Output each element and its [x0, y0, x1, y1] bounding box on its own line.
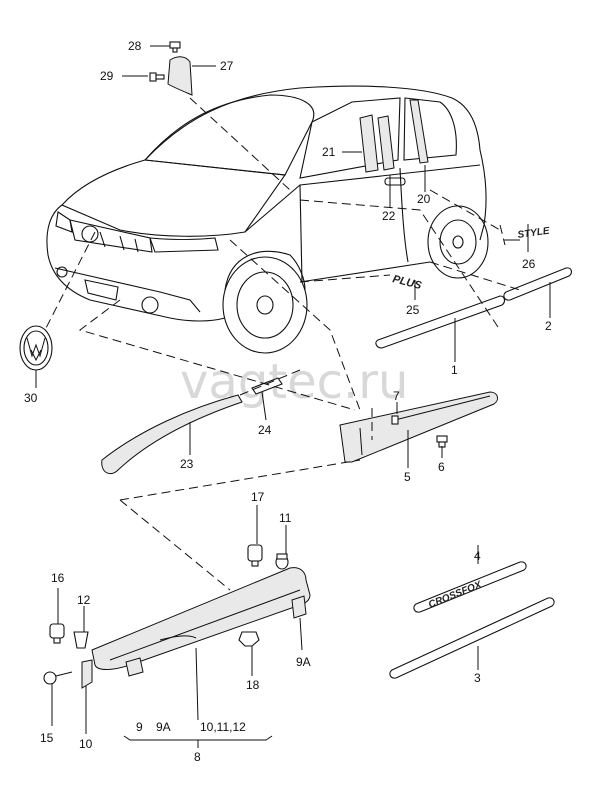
- car-vw-emblem: [81, 225, 99, 243]
- part-12-clip: [73, 631, 89, 649]
- part-23-fender-trim: [101, 394, 243, 475]
- callout-23: 23: [180, 457, 194, 471]
- callout-11: 11: [279, 511, 292, 525]
- part-6-clip: [436, 435, 448, 448]
- callout-24: 24: [258, 423, 272, 437]
- front-wheel: [222, 250, 308, 354]
- part-27-triangle-trim: [167, 56, 193, 96]
- part-2-rear-strip: [503, 267, 572, 301]
- part-10-bracket: [81, 659, 93, 689]
- part-15-screw: [43, 671, 73, 685]
- callout-25: 25: [406, 303, 420, 317]
- callout-21: 21: [322, 145, 336, 159]
- plus-emblem: PLUS: [391, 273, 423, 292]
- part-5-sill-trim: [339, 391, 498, 463]
- style-emblem: STYLE: [517, 226, 551, 241]
- part-1-side-strip: [375, 295, 505, 349]
- callout-18: 18: [246, 678, 260, 692]
- callout-9a-right: 9A: [296, 655, 311, 669]
- callout-28: 28: [128, 39, 142, 53]
- callout-9: 9: [136, 720, 143, 734]
- part-30-vw-logo: [19, 325, 53, 371]
- callout-8: 8: [194, 750, 201, 764]
- part-7-screw: [391, 415, 399, 425]
- callout-10-11-12: 10,11,12: [200, 720, 246, 734]
- callout-22: 22: [382, 209, 396, 223]
- callout-26: 26: [522, 257, 536, 271]
- callout-12: 12: [77, 593, 91, 607]
- part-17-rivet: [247, 544, 263, 567]
- callout-15: 15: [40, 731, 54, 745]
- crossfox-lettering: CROSSFOX: [427, 579, 484, 611]
- callout-6: 6: [438, 460, 445, 474]
- car-body: [46, 85, 489, 354]
- callout-1: 1: [451, 363, 458, 377]
- part-3-lower-strip: [389, 597, 555, 679]
- callout-4: 4: [474, 549, 481, 563]
- callout-20: 20: [417, 192, 431, 206]
- callout-30: 30: [24, 391, 38, 405]
- callout-labels: 28 29 27 21 22 20 26 25 2 1 30 7 24 23 6…: [24, 39, 552, 764]
- callout-9a-bottom: 9A: [156, 720, 171, 734]
- part-9-clip: [125, 657, 144, 677]
- part-8-side-sill-cover: [91, 567, 311, 670]
- callout-3: 3: [474, 671, 481, 685]
- part-18-nut: [238, 631, 260, 647]
- part-16-rivet: [49, 623, 65, 644]
- part-11-plug: [275, 553, 289, 570]
- callout-5: 5: [404, 470, 411, 484]
- part-9a-clip: [291, 595, 307, 619]
- part-4-crossfox-strip: CROSSFOX: [413, 561, 527, 613]
- callout-7: 7: [393, 389, 400, 403]
- callout-27: 27: [220, 59, 234, 73]
- callout-16: 16: [51, 571, 65, 585]
- part-29-screw: [149, 72, 165, 82]
- dashed-leader-lines: [44, 97, 521, 591]
- callout-2: 2: [545, 319, 552, 333]
- part-28-screw: [169, 41, 181, 53]
- callout-10: 10: [79, 737, 93, 751]
- callout-29: 29: [100, 69, 114, 83]
- callout-17: 17: [251, 490, 265, 504]
- part-24-small-strip: [251, 377, 283, 395]
- callout-leader-lines: [35, 45, 551, 748]
